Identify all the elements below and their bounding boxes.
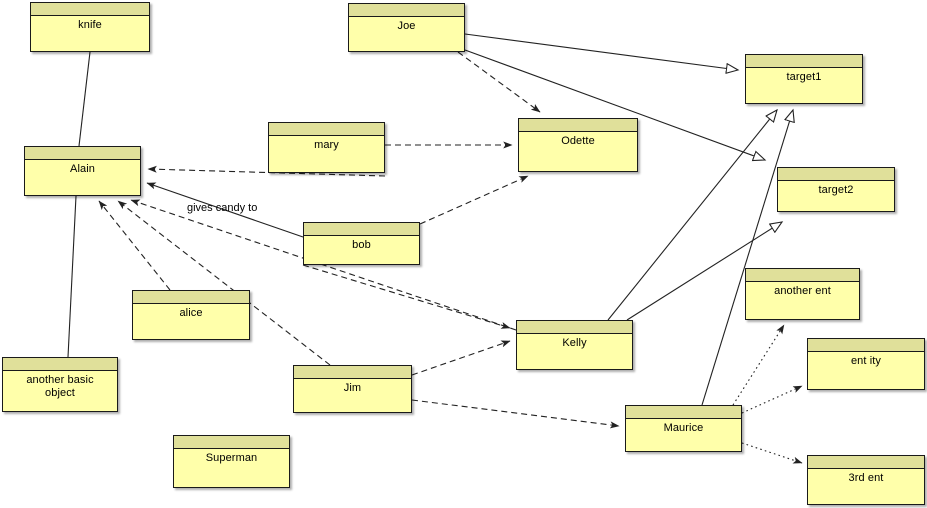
- node-label-mary: mary: [314, 139, 339, 151]
- node-kelly[interactable]: Kelly: [516, 320, 633, 370]
- edge-jim-maurice: [411, 399, 620, 429]
- node-odette[interactable]: Odette: [518, 118, 638, 172]
- edge-jim-alain: [117, 200, 331, 366]
- edge-alain-anotherbasic: [67, 195, 77, 358]
- node-label-another_ent: another ent: [774, 285, 831, 297]
- edge-maurice-target1: [701, 110, 793, 406]
- edge-kelly-target1: [607, 110, 777, 321]
- node-header-another_ent: [746, 269, 859, 282]
- node-header-3rd_ent: [808, 456, 924, 469]
- node-header-kelly: [517, 321, 632, 334]
- node-label-target2: target2: [818, 184, 854, 196]
- edge-joe-odette: [457, 51, 541, 113]
- node-header-bob: [304, 223, 419, 236]
- edge-kelly-alain: [130, 199, 517, 331]
- node-label-kelly: Kelly: [562, 337, 587, 349]
- node-label-target1: target1: [786, 71, 822, 83]
- node-label-alain: Alain: [70, 163, 95, 175]
- node-header-mary: [269, 123, 384, 136]
- node-label-3rd_ent: 3rd ent: [848, 472, 884, 484]
- node-header-another_basic: [3, 358, 117, 371]
- edge-bob-kelly: [302, 264, 511, 329]
- node-header-maurice: [626, 406, 741, 419]
- edge-joe-target1: [464, 33, 738, 70]
- edge-maurice-entity: [741, 385, 803, 414]
- node-alain[interactable]: Alain: [24, 146, 141, 196]
- node-header-alice: [133, 291, 249, 304]
- edge-bob-odette: [419, 175, 529, 225]
- node-label-alice: alice: [179, 307, 203, 319]
- node-header-joe: [349, 4, 464, 17]
- edge-alice-alain: [98, 200, 171, 291]
- edge-bob-alain: [146, 182, 304, 238]
- node-label-knife: knife: [78, 19, 102, 31]
- edge-joe-target2: [464, 49, 765, 160]
- node-header-target2: [778, 168, 894, 181]
- node-label-bob: bob: [352, 239, 371, 251]
- node-label-joe: Joe: [397, 20, 416, 32]
- node-maurice[interactable]: Maurice: [625, 405, 742, 452]
- edge-maurice-anotherent: [732, 324, 785, 406]
- node-label-superman: Superman: [205, 452, 258, 464]
- node-label-another_basic: another basic object: [26, 374, 94, 399]
- edge-kelly-target2: [626, 222, 782, 321]
- node-superman[interactable]: Superman: [173, 435, 290, 488]
- node-header-alain: [25, 147, 140, 160]
- node-header-target1: [746, 55, 862, 68]
- node-3rd_ent[interactable]: 3rd ent: [807, 455, 925, 505]
- edge-label-gives-candy-to: gives candy to: [187, 202, 258, 214]
- node-header-knife: [31, 3, 149, 16]
- node-label-maurice: Maurice: [663, 422, 704, 434]
- node-another_ent[interactable]: another ent: [745, 268, 860, 320]
- node-header-superman: [174, 436, 289, 449]
- node-label-entity: ent ity: [850, 355, 882, 367]
- node-entity[interactable]: ent ity: [807, 338, 925, 390]
- node-jim[interactable]: Jim: [293, 365, 412, 413]
- node-alice[interactable]: alice: [132, 290, 250, 340]
- node-label-odette: Odette: [561, 135, 595, 147]
- node-mary[interactable]: mary: [268, 122, 385, 173]
- node-target1[interactable]: target1: [745, 54, 863, 104]
- node-bob[interactable]: bob: [303, 222, 420, 265]
- node-another_basic[interactable]: another basic object: [2, 357, 118, 412]
- edge-maurice-3rdent: [741, 442, 803, 464]
- node-label-jim: Jim: [343, 382, 362, 394]
- edge-jim-kelly: [411, 340, 511, 376]
- node-knife[interactable]: knife: [30, 2, 150, 52]
- node-header-jim: [294, 366, 411, 379]
- node-header-odette: [519, 119, 637, 132]
- node-header-entity: [808, 339, 924, 352]
- node-target2[interactable]: target2: [777, 167, 895, 212]
- edge-knife-alain: [78, 51, 91, 147]
- node-joe[interactable]: Joe: [348, 3, 465, 52]
